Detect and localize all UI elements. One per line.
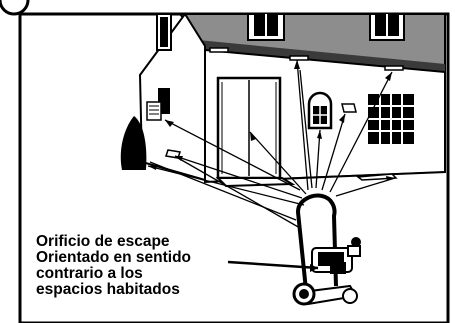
soffit-vent-2 xyxy=(289,55,309,61)
shrub xyxy=(120,116,147,170)
left-wall-vent xyxy=(146,101,162,121)
washer-wheel-right xyxy=(342,288,358,304)
callout-leader-line xyxy=(227,260,319,270)
pressure-washer xyxy=(292,193,361,306)
soffit-vent-3 xyxy=(384,65,404,71)
callout-line-4: espacios habitados xyxy=(36,281,180,298)
exhaust-callout-label: Orificio de escape Orientado en sentido … xyxy=(36,234,256,298)
callout-line-2: Orientado en sentido xyxy=(36,249,192,266)
soffit-vent-1 xyxy=(209,47,229,53)
exhaust-arrows xyxy=(147,59,396,229)
step-circle xyxy=(0,0,30,16)
callout-line-3: contrario a los xyxy=(36,265,143,282)
wall-vent-right xyxy=(341,103,357,113)
arrow-heads xyxy=(148,60,395,181)
callout-line-1: Orificio de escape xyxy=(36,233,170,250)
washer-handle xyxy=(295,193,338,291)
washer-muffler xyxy=(347,245,361,257)
